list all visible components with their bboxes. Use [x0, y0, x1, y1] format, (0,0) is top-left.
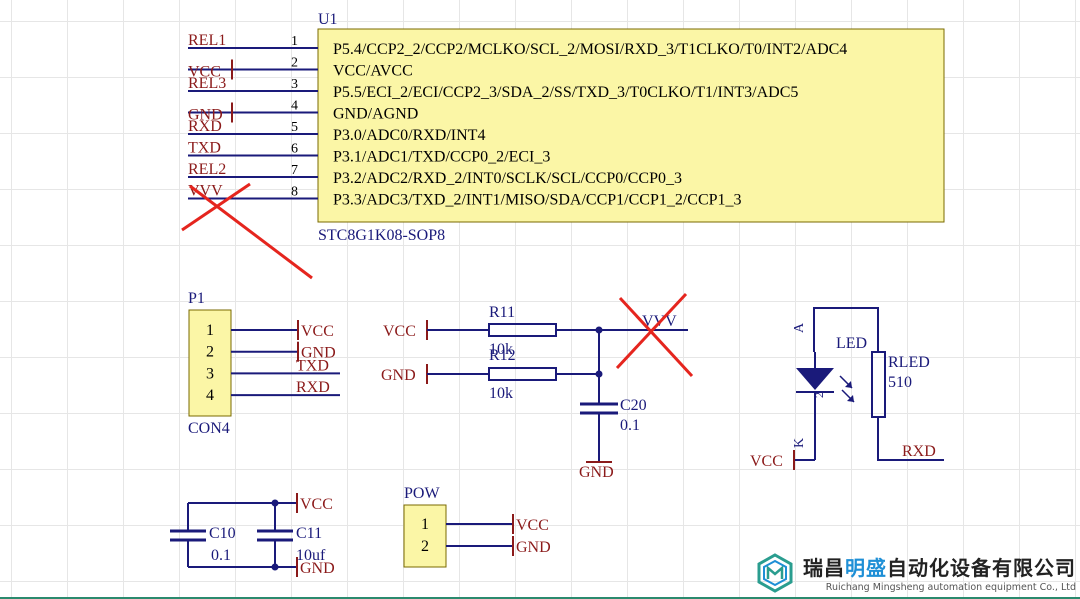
p1-part: CON4 [188, 420, 230, 437]
pow-net-label: VCC [516, 517, 549, 534]
u1-pin-number: 1 [291, 34, 298, 49]
pow-designator: POW [404, 485, 440, 502]
led-pin-a: A [792, 322, 807, 333]
led-net-label: VCC [750, 453, 783, 470]
r12-value: 10k [489, 385, 513, 402]
led-circuit[interactable]: A LED 2 K VCC RLED 510 RXD [750, 307, 944, 470]
c20-designator: C20 [620, 397, 647, 414]
pow-pin-number: 1 [421, 516, 429, 533]
r11-value: 10k [489, 341, 513, 358]
u1-body [317, 28, 945, 223]
u1-pin-number: 8 [291, 185, 298, 200]
u1-pin-function: GND/AGND [333, 106, 418, 123]
u1-pin-number: 6 [291, 142, 298, 157]
u1-net-label: REL2 [188, 161, 226, 178]
u1-net-label: GND [188, 107, 223, 124]
u1-pin-number: 5 [291, 120, 298, 135]
r11-designator: R11 [489, 304, 515, 321]
u1-net-label: VVV [188, 183, 223, 200]
u1-net-label: REL3 [188, 75, 226, 92]
rled-value: 510 [888, 374, 912, 391]
u1-pin-function: P5.5/ECI_2/ECI/CCP2_3/SDA_2/SS/TXD_3/T0C… [333, 84, 798, 101]
led-designator: LED [836, 335, 867, 352]
c11-designator: C11 [296, 525, 322, 542]
led-pin-k: K [792, 438, 807, 448]
c20-net-label: GND [579, 464, 614, 481]
c10-designator: C10 [209, 525, 236, 542]
u1-pin-function: VCC/AVCC [333, 63, 413, 80]
footer-bar [0, 597, 1080, 599]
resistor-network[interactable]: VCC R11 10k VVV GND R12 10k C20 0.1 GND [381, 292, 694, 481]
u1-net-label: VCC [188, 64, 221, 81]
led-pin-2: 2 [812, 392, 826, 398]
p1-pin-number: 1 [206, 322, 214, 339]
u1-pin-number: 3 [291, 77, 298, 92]
u1-net-label: TXD [188, 140, 221, 157]
u1-pin-function: P3.0/ADC0/RXD/INT4 [333, 127, 485, 144]
u1-cross-mark [181, 182, 313, 280]
u1-pin-function: P3.3/ADC3/TXD_2/INT1/MISO/SDA/CCP1/CCP1_… [333, 192, 742, 209]
rled-designator: RLED [888, 354, 930, 371]
u1-net-label: RXD [188, 118, 222, 135]
p1-connector[interactable]: P1 CON4 1 VCC 2 GND 3 TXD 4 RXD [188, 290, 340, 437]
vvv-cross-a [618, 296, 694, 378]
rled-body [871, 351, 886, 418]
c20-value: 0.1 [620, 417, 640, 434]
pow-connector[interactable]: POW 1 VCC 2 GND [403, 485, 551, 568]
pow-net-label: GND [516, 539, 551, 556]
u1-component[interactable]: U1 STC8G1K08-SOP8 1 REL1P5.4/CCP2_2/CCP2/… [188, 11, 945, 244]
p1-net-label: VCC [301, 323, 334, 340]
pow-body [403, 504, 447, 568]
u1-pin-number: 7 [291, 163, 298, 178]
led-triangle [796, 368, 834, 390]
p1-body [188, 309, 232, 417]
p1-pin-number: 4 [206, 387, 214, 404]
p1-designator: P1 [188, 290, 205, 307]
caps-vcc-label: VCC [300, 496, 333, 513]
r12-net-label: GND [381, 367, 416, 384]
p1-net-label: RXD [296, 379, 330, 396]
company-name: 瑞昌明盛自动化设备有限公司 [803, 556, 1076, 580]
caps-gnd-label: GND [300, 560, 335, 577]
u1-pin-function: P3.2/ADC2/RXD_2/INT0/SCLK/SCL/CCP0/CCP0_… [333, 170, 682, 187]
r11-body [488, 323, 557, 337]
rled-net-label: RXD [902, 443, 936, 460]
decoupling-caps[interactable]: VCC GND C10 0.1 C11 10uf [170, 493, 335, 577]
company-watermark: 瑞昌明盛自动化设备有限公司 Ruichang Mingsheng automat… [755, 552, 1076, 593]
p1-net-label: GND [301, 345, 336, 362]
u1-pin-function: P5.4/CCP2_2/CCP2/MCLKO/SCL_2/MOSI/RXD_3/… [333, 41, 847, 58]
c11-value: 10uf [296, 547, 326, 564]
r12-body [488, 367, 557, 381]
r11-net-label: VCC [383, 323, 416, 340]
company-name-en: Ruichang Mingsheng automation equipment … [825, 582, 1076, 593]
p1-pin-number: 3 [206, 365, 214, 382]
p1-net-label: TXD [296, 357, 329, 374]
c10-value: 0.1 [211, 547, 231, 564]
u1-pin-number: 4 [291, 99, 298, 114]
u1-part: STC8G1K08-SOP8 [318, 227, 445, 244]
r12-designator: R12 [489, 347, 516, 364]
pow-pin-number: 2 [421, 538, 429, 555]
u1-net-label: REL1 [188, 32, 226, 49]
p1-pin-number: 2 [206, 344, 214, 361]
vvv-cross-b [615, 292, 688, 370]
company-logo-icon [757, 552, 793, 593]
u1-designator: U1 [318, 11, 338, 28]
u1-pin-function: P3.1/ADC1/TXD/CCP0_2/ECI_3 [333, 149, 550, 166]
u1-pin-number: 2 [291, 56, 298, 71]
